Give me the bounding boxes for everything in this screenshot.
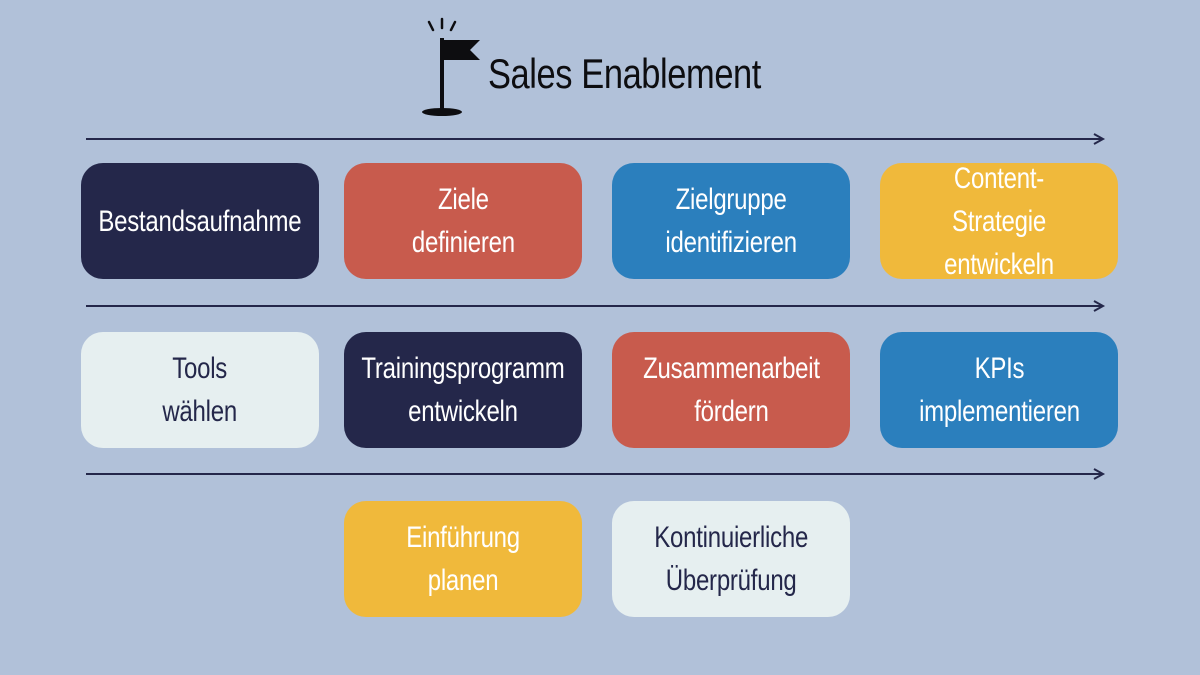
step-tools-waehlen: Tools wählen xyxy=(81,332,319,448)
step-label: KPIs implementieren xyxy=(918,352,1080,428)
step-kpis: KPIs implementieren xyxy=(880,332,1118,448)
process-arrow-1 xyxy=(86,133,1106,145)
step-label: Tools wählen xyxy=(162,352,238,428)
step-content-strategie: Content-Strategie entwickeln xyxy=(880,162,1118,281)
process-arrow-3 xyxy=(86,468,1106,480)
step-ziele-definieren: Ziele definieren xyxy=(344,163,582,279)
page-title: Sales Enablement xyxy=(488,50,761,97)
step-zusammenarbeit: Zusammenarbeit fördern xyxy=(612,332,850,448)
step-bestandsaufnahme: Bestandsaufnahme xyxy=(81,163,319,279)
step-trainingsprogramm: Trainingsprogramm entwickeln xyxy=(344,332,582,448)
step-label: Trainingsprogramm entwickeln xyxy=(361,352,565,428)
step-label: Zielgruppe identifizieren xyxy=(665,183,797,259)
step-label: Einführung planen xyxy=(406,521,520,597)
step-label: Kontinuierliche Überprüfung xyxy=(654,521,808,597)
step-einfuehrung-planen: Einführung planen xyxy=(344,501,582,617)
header: Sales Enablement xyxy=(420,16,840,120)
process-arrow-2 xyxy=(86,300,1106,312)
step-label: Ziele definieren xyxy=(411,183,515,259)
step-label: Content-Strategie entwickeln xyxy=(944,161,1054,281)
step-label: Bestandsaufnahme xyxy=(98,204,302,238)
step-label: Zusammenarbeit fördern xyxy=(642,352,820,428)
step-kontinuierliche-ueberpruefung: Kontinuierliche Überprüfung xyxy=(612,501,850,617)
flag-icon xyxy=(422,17,480,116)
step-zielgruppe-identifizieren: Zielgruppe identifizieren xyxy=(612,163,850,279)
